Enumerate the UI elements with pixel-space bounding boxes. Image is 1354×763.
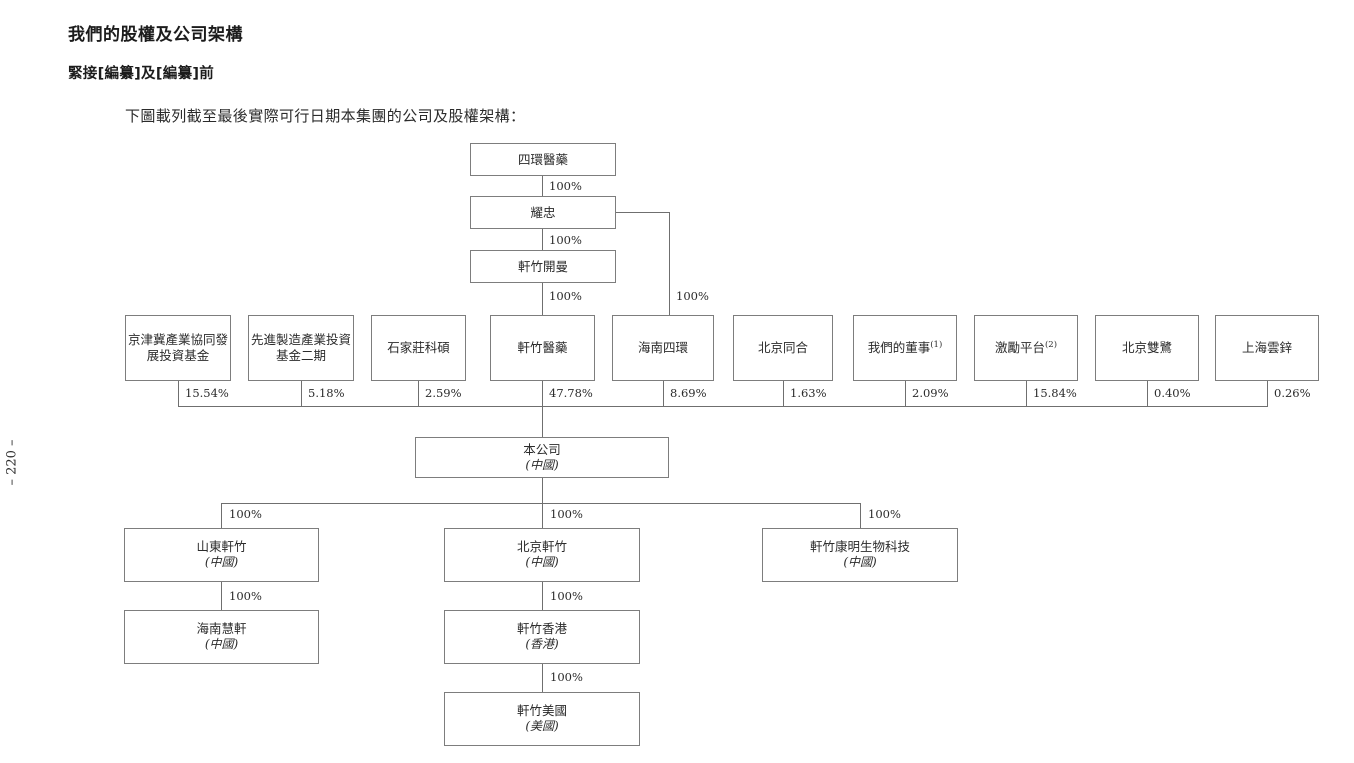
node-label: 軒竹香港: [516, 621, 567, 637]
footnote-marker: (2): [1044, 339, 1058, 350]
node-label: 我們的董事(1): [867, 339, 943, 356]
node-label: 海南慧軒: [196, 621, 247, 637]
pct-yaozhong-hainan: 100%: [676, 289, 709, 303]
node-shanghai-yunxin: 上海雲鋅: [1215, 315, 1319, 381]
page-title: 我們的股權及公司架構: [68, 25, 243, 45]
page-subtitle: 緊接[編纂]及[編纂]前: [68, 66, 215, 82]
node-label: 軒竹康明生物科技: [809, 539, 910, 555]
node-kangming-bio: 軒竹康明生物科技 (中國): [762, 528, 958, 582]
node-label: 軒竹美國: [516, 703, 567, 719]
pct-cayman-xuanzhuyy: 100%: [549, 289, 582, 303]
node-the-company: 本公司 (中國): [415, 437, 669, 478]
node-label: 激勵平台(2): [994, 339, 1058, 356]
node-sihuan: 四環醫藥: [470, 143, 616, 176]
connector-shandong-haihui: [221, 582, 222, 610]
branch-yaozhong-right: [616, 212, 669, 213]
node-jurisdiction: (中國): [204, 637, 239, 652]
node-label: 山東軒竹: [196, 539, 247, 555]
node-label: 京津冀產業協同發展投資基金: [127, 332, 228, 363]
pct-xuanzhu-yiyao: 47.78%: [549, 386, 593, 400]
node-xianjin: 先進製造產業投資基金二期: [248, 315, 354, 381]
drop-shijiazhuang: [418, 381, 419, 406]
drop-beijing-tonghe: [783, 381, 784, 406]
drop-xuanzhu-yiyao: [542, 381, 543, 437]
node-beijing-tonghe: 北京同合: [733, 315, 833, 381]
node-jurisdiction: (美國): [525, 719, 559, 734]
node-xuanzhu-hongkong: 軒竹香港 (香港): [444, 610, 640, 664]
connector-sihuan-yaozhong: [542, 176, 543, 196]
branch-yaozhong-down-to-hainan: [669, 212, 670, 315]
connector-cayman-xuanzhuyy: [542, 283, 543, 315]
node-label: 上海雲鋅: [1241, 340, 1292, 355]
pct-beijing-tonghe: 1.63%: [790, 386, 827, 400]
node-label: 四環醫藥: [517, 151, 568, 167]
connector-hongkong-usa: [542, 664, 543, 692]
pct-xianjin: 5.18%: [308, 386, 345, 400]
pct-jingjinji: 15.54%: [185, 386, 229, 400]
node-label: 軒竹開曼: [517, 258, 568, 274]
drop-incentive-platform: [1026, 381, 1027, 406]
node-yaozhong: 耀忠: [470, 196, 616, 229]
node-our-directors: 我們的董事(1): [853, 315, 957, 381]
node-jingjinji: 京津冀產業協同發展投資基金: [125, 315, 231, 381]
pct-shijiazhuang: 2.59%: [425, 386, 462, 400]
pct-beijing-shuanglu: 0.40%: [1154, 386, 1191, 400]
pct-shandong-haihui: 100%: [229, 589, 262, 603]
node-hainan-sihuan: 海南四環: [612, 315, 714, 381]
node-shandong-xuanzhu: 山東軒竹 (中國): [124, 528, 319, 582]
pct-yaozhong-cayman: 100%: [549, 233, 582, 247]
node-hainan-huixuan: 海南慧軒 (中國): [124, 610, 319, 664]
node-jurisdiction: (中國): [204, 555, 239, 570]
node-label: 海南四環: [637, 340, 688, 355]
node-label: 北京雙鷺: [1121, 340, 1172, 355]
pct-incentive-platform: 15.84%: [1033, 386, 1077, 400]
node-label: 本公司: [523, 441, 561, 457]
drop-xianjin: [301, 381, 302, 406]
node-label: 北京軒竹: [516, 539, 567, 555]
pct-company-shandong: 100%: [229, 507, 262, 521]
connector-company-down: [542, 478, 543, 503]
pct-our-directors: 2.09%: [912, 386, 949, 400]
node-label: 石家莊科碩: [387, 340, 450, 355]
pct-sihuan-yaozhong: 100%: [549, 179, 582, 193]
connector-yaozhong-cayman: [542, 229, 543, 250]
drop-to-kangming: [860, 503, 861, 528]
node-label: 耀忠: [530, 204, 556, 220]
node-jurisdiction: (中國): [525, 555, 559, 570]
node-label: 先進製造產業投資基金二期: [250, 332, 351, 363]
pct-company-beijing: 100%: [550, 507, 583, 521]
connector-beijing-hongkong: [542, 582, 543, 610]
drop-to-shandong: [221, 503, 222, 528]
node-incentive-platform: 激勵平台(2): [974, 315, 1078, 381]
drop-shanghai-yunxin: [1267, 381, 1268, 406]
drop-beijing-shuanglu: [1147, 381, 1148, 406]
drop-to-beijing: [542, 503, 543, 528]
node-beijing-xuanzhu: 北京軒竹 (中國): [444, 528, 640, 582]
shareholder-bus-line: [178, 406, 1268, 407]
subsidiary-bus-line: [221, 503, 861, 504]
pct-beijing-hongkong: 100%: [550, 589, 583, 603]
node-xuanzhu-usa: 軒竹美國 (美國): [444, 692, 640, 746]
drop-hainan-sihuan: [663, 381, 664, 406]
node-shijiazhuang: 石家莊科碩: [371, 315, 466, 381]
node-label: 軒竹醫藥: [517, 340, 568, 355]
pct-shanghai-yunxin: 0.26%: [1274, 386, 1311, 400]
footnote-marker: (1): [930, 339, 943, 350]
node-jurisdiction: (香港): [525, 637, 559, 652]
node-xuanzhu-cayman: 軒竹開曼: [470, 250, 616, 283]
pct-company-kangming: 100%: [868, 507, 901, 521]
page-folio: – 220 –: [4, 439, 20, 486]
lead-paragraph: 下圖載列截至最後實際可行日期本集團的公司及股權架構：: [125, 107, 526, 125]
pct-hongkong-usa: 100%: [550, 670, 583, 684]
pct-hainan-sihuan: 8.69%: [670, 386, 707, 400]
node-label: 北京同合: [757, 340, 808, 355]
node-beijing-shuanglu: 北京雙鷺: [1095, 315, 1199, 381]
node-xuanzhu-yiyao: 軒竹醫藥: [490, 315, 595, 381]
drop-our-directors: [905, 381, 906, 406]
node-jurisdiction: (中國): [525, 457, 559, 472]
node-jurisdiction: (中國): [843, 555, 877, 570]
drop-jingjinji: [178, 381, 179, 406]
